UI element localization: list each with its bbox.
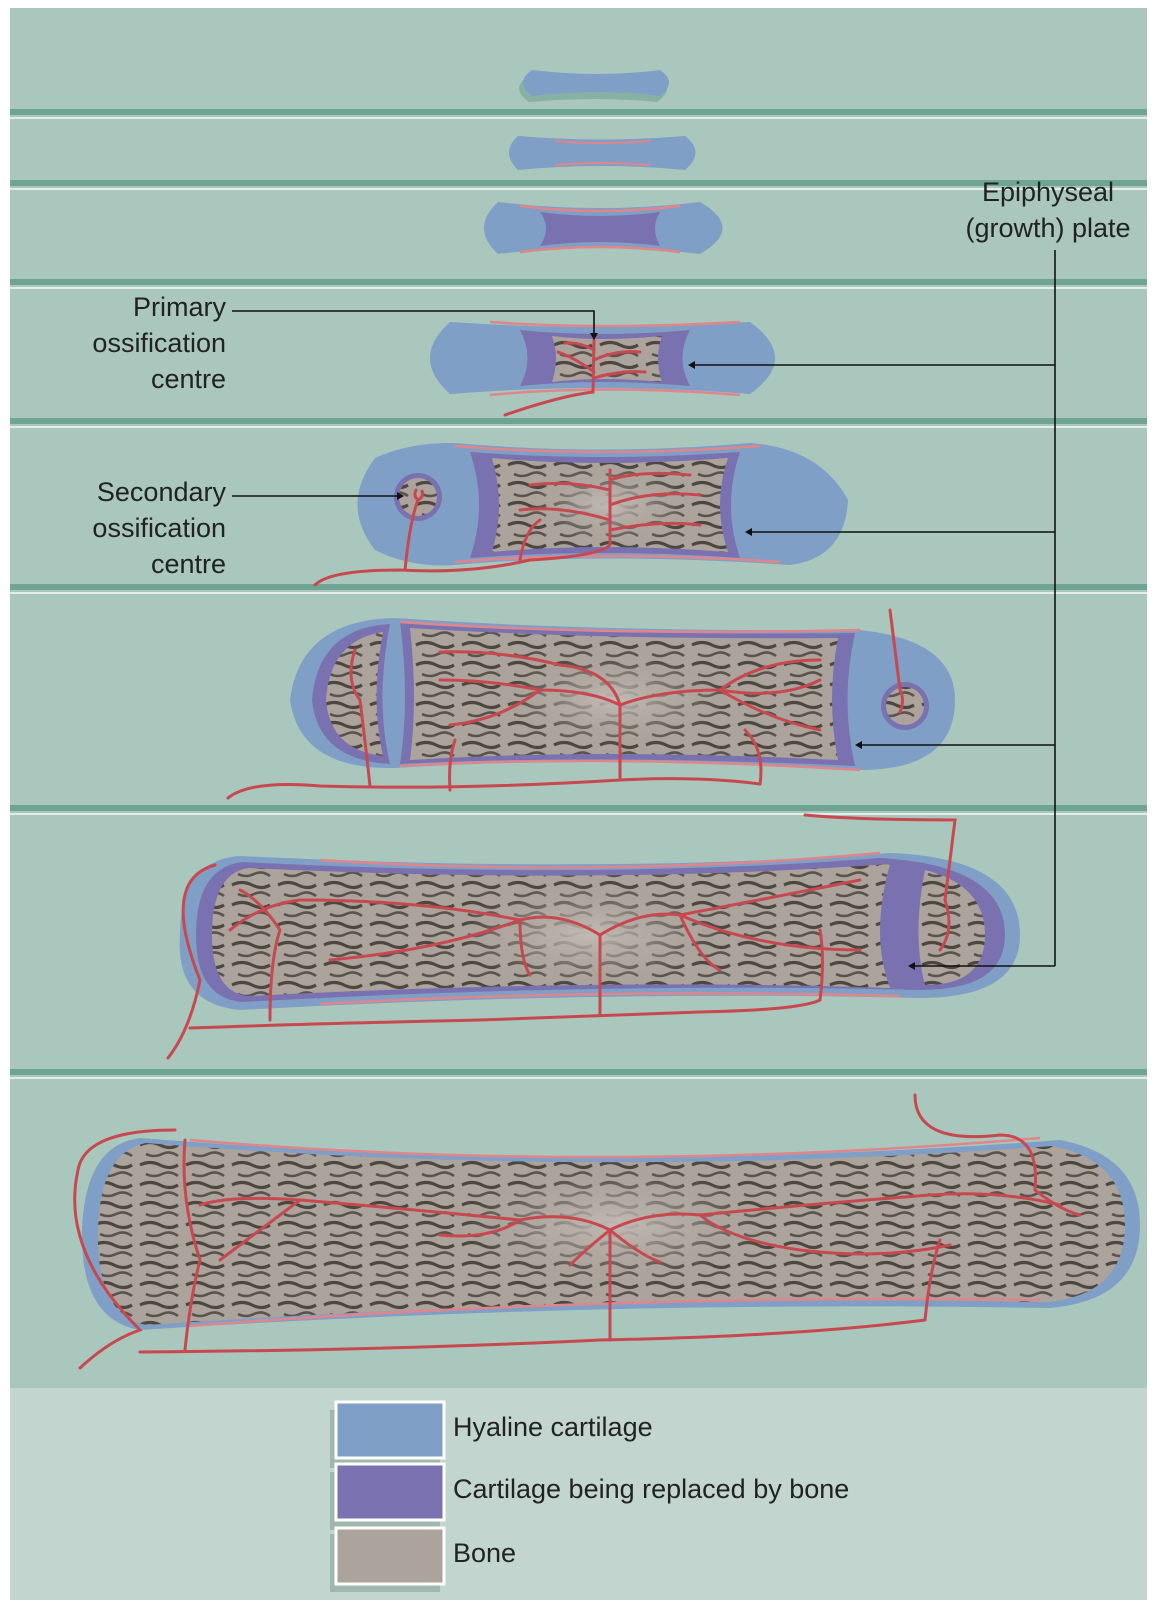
epiphyseal-plate-label: Epiphyseal (growth) plate xyxy=(948,174,1148,246)
legend-swatch-bone xyxy=(336,1528,444,1584)
secondary-ossification-label: Secondary ossification centre xyxy=(30,474,226,582)
separator xyxy=(10,1077,1147,1079)
primary-ossification-label: Primary ossification centre xyxy=(30,289,226,397)
legend-swatch-hyaline-cartilage xyxy=(336,1402,444,1458)
legend-label-bone: Bone xyxy=(453,1538,516,1569)
stage-1-cartilage-model xyxy=(519,70,669,102)
separator xyxy=(10,426,1147,428)
separator xyxy=(10,279,1147,285)
separator xyxy=(10,592,1147,594)
separator xyxy=(10,584,1147,590)
legend-swatches xyxy=(330,1402,444,1592)
legend-swatch-cartilage-replaced xyxy=(336,1464,444,1520)
separator xyxy=(10,117,1147,119)
stage-2-bone-collar xyxy=(509,136,696,170)
legend-label-cartilage-replaced: Cartilage being replaced by bone xyxy=(453,1474,849,1505)
separator xyxy=(10,1069,1147,1075)
stage-3-periosteal-collar xyxy=(484,202,723,254)
legend-label-hyaline-cartilage: Hyaline cartilage xyxy=(453,1412,653,1443)
separator xyxy=(10,805,1147,811)
separator xyxy=(10,813,1147,815)
separator xyxy=(10,418,1147,424)
separator xyxy=(10,109,1147,115)
